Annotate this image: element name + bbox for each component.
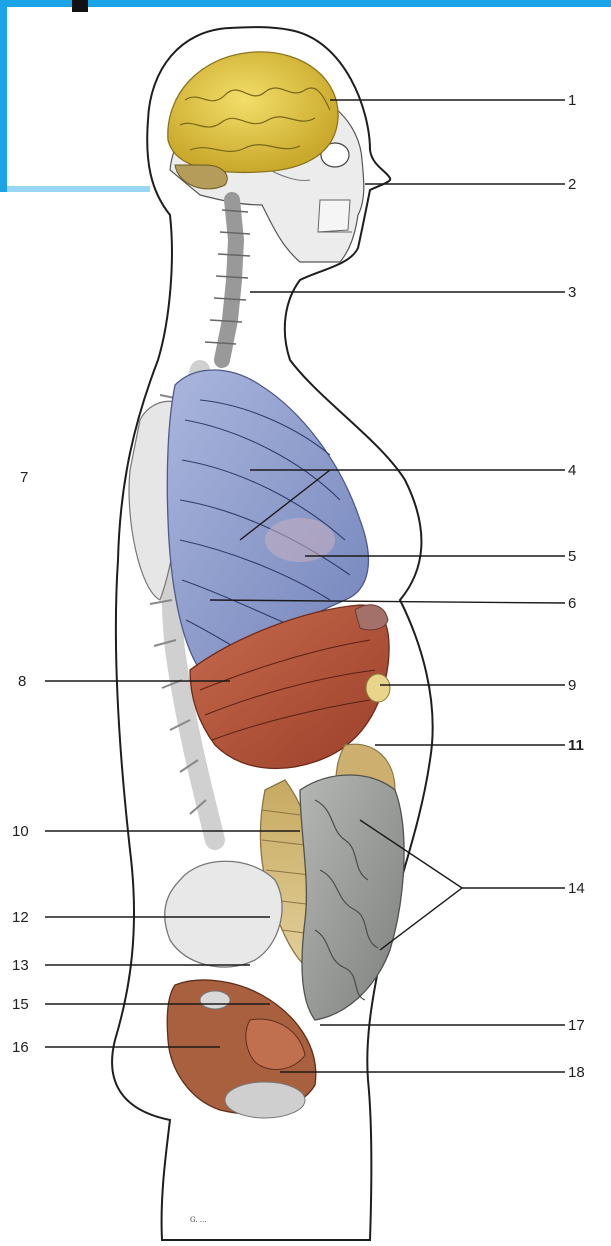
artist-signature: G. ... <box>190 1216 206 1224</box>
label-7: 7 <box>20 469 28 486</box>
label-16: 16 <box>12 1039 29 1056</box>
label-12: 12 <box>12 909 29 926</box>
label-8: 8 <box>18 673 26 690</box>
label-3: 3 <box>568 284 576 301</box>
label-5: 5 <box>568 548 576 565</box>
label-1: 1 <box>568 92 576 109</box>
small-intestine <box>300 775 404 1020</box>
label-17: 17 <box>568 1017 585 1034</box>
label-9: 9 <box>568 677 576 694</box>
label-11: 11 <box>568 737 584 754</box>
label-6: 6 <box>568 595 576 612</box>
label-18: 18 <box>568 1064 585 1081</box>
pelvis <box>165 861 282 967</box>
label-14: 14 <box>568 880 585 897</box>
label-10: 10 <box>12 823 29 840</box>
gallbladder <box>366 674 390 702</box>
label-15: 15 <box>12 996 29 1013</box>
label-13: 13 <box>12 957 29 974</box>
label-2: 2 <box>568 176 576 193</box>
label-4: 4 <box>568 462 576 479</box>
